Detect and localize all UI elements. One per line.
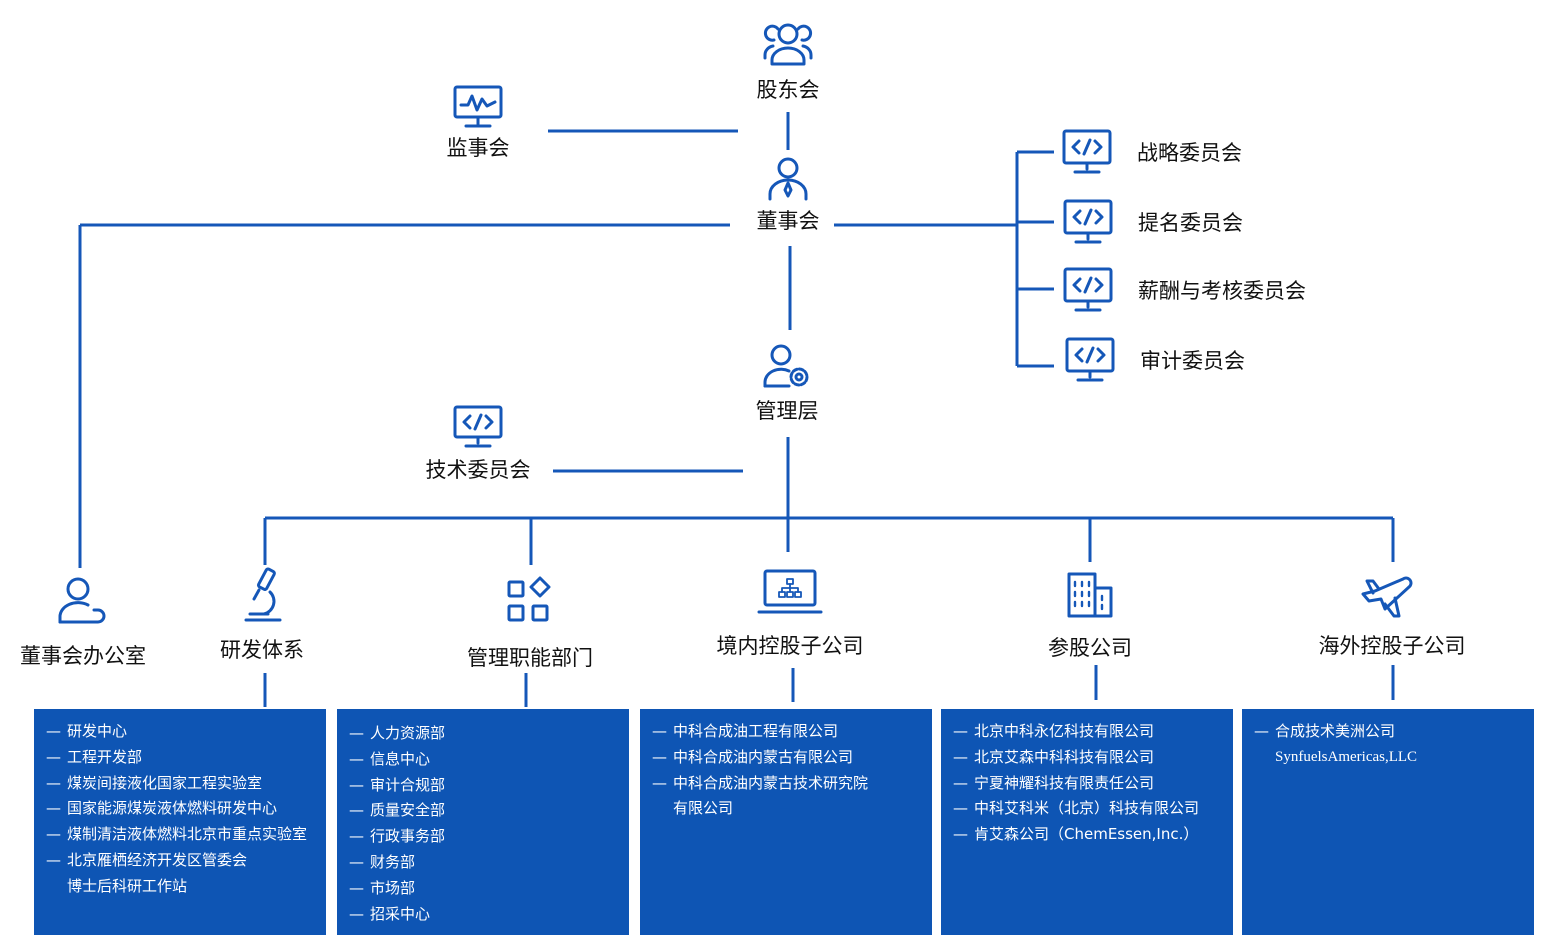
list-item: 北京艾森中科科技有限公司 [953,745,1233,771]
management-label: 管理层 [755,399,819,423]
mgmt-functions-label: 管理职能部门 [467,646,593,670]
committee-audit-label: 审计委员会 [1140,349,1245,373]
node-supervisors: 监事会 [428,84,528,162]
committee-nomination-label: 提名委员会 [1138,211,1243,235]
airplane-icon [1361,576,1413,618]
person-tie-icon [768,157,808,201]
box-equity-participation: 北京中科永亿科技有限公司 北京艾森中科科技有限公司 宁夏神耀科技有限责任公司 中… [941,709,1233,935]
list-item: 中科艾科米（北京）科技有限公司 [953,796,1233,822]
box-rnd: 研发中心 工程开发部 煤炭间接液化国家工程实验室 国家能源煤炭液体燃料研发中心 … [34,709,326,935]
list-item: 工程开发部 [46,745,326,771]
dept-equity-participation: 参股公司 [1020,570,1160,662]
monitor-code-icon [453,405,503,448]
committee-remuneration-label: 薪酬与考核委员会 [1138,279,1306,303]
node-management: 管理层 [737,342,837,425]
people-group-icon [763,23,813,66]
box-mgmt-functions: 人力资源部 信息中心 审计合规部 质量安全部 行政事务部 财务部 市场部 招采中… [337,709,629,935]
list-item: 市场部 [349,876,629,902]
list-item: 宁夏神耀科技有限责任公司 [953,771,1233,797]
equity-participation-label: 参股公司 [1048,636,1132,660]
list-item: 煤炭间接液化国家工程实验室 [46,771,326,797]
list-item: 肯艾森公司（ChemEssen,Inc.） [953,822,1233,848]
overseas-subs-label: 海外控股子公司 [1318,634,1466,658]
microscope-icon [244,567,282,622]
board-label: 董事会 [756,209,820,233]
list-item: 合成技术美洲公司 [1254,719,1534,745]
board-office-label: 董事会办公室 [20,644,146,668]
node-board: 董事会 [738,155,838,235]
building-icon [1067,572,1113,618]
committee-strategy-label: 战略委员会 [1137,141,1242,165]
laptop-org-icon [757,569,823,614]
list-item: 行政事务部 [349,824,629,850]
rnd-label: 研发体系 [220,638,304,662]
node-shareholders: 股东会 [738,20,838,104]
list-item: 中科合成油工程有限公司 [652,719,932,745]
box-overseas-subs: 合成技术美洲公司 SynfuelsAmericas,LLC [1242,709,1534,935]
dept-mgmt-functions: 管理职能部门 [450,576,610,672]
committee-nomination: 提名委员会 [1062,198,1243,246]
list-item: 煤制清洁液体燃料北京市重点实验室 [46,822,326,848]
domestic-subs-label: 境内控股子公司 [716,634,864,658]
list-item: 信息中心 [349,747,629,773]
monitor-code-icon [1063,199,1113,244]
box-domestic-subs: 中科合成油工程有限公司 中科合成油内蒙古有限公司 中科合成油内蒙古技术研究院 有… [640,709,932,935]
list-item: 研发中心 [46,719,326,745]
committee-strategy: 战略委员会 [1061,128,1242,176]
dept-domestic-subs: 境内控股子公司 [700,568,880,660]
list-item: 质量安全部 [349,798,629,824]
dept-board-office: 董事会办公室 [5,574,161,670]
list-item: 中科合成油内蒙古有限公司 [652,745,932,771]
list-item: SynfuelsAmericas,LLC [1275,748,1418,765]
monitor-code-icon [1063,267,1113,312]
list-item: 人力资源部 [349,721,629,747]
list-item: 博士后科研工作站 [67,876,188,895]
dept-overseas-subs: 海外控股子公司 [1302,572,1482,660]
node-tech-committee: 技术委员会 [408,404,548,484]
list-item: 审计合规部 [349,773,629,799]
list-item: 有限公司 [673,799,734,818]
app-grid-icon [507,576,551,622]
monitor-code-icon [1065,337,1115,382]
supervisors-label: 监事会 [446,136,510,160]
monitor-code-icon [1062,129,1112,174]
list-item: 财务部 [349,850,629,876]
committee-remuneration: 薪酬与考核委员会 [1062,266,1306,314]
list-item: 招采中心 [349,902,629,928]
list-item: 中科合成油内蒙古技术研究院 [652,771,932,797]
list-item: 北京中科永亿科技有限公司 [953,719,1233,745]
tech-committee-label: 技术委员会 [425,458,531,482]
dept-rnd: 研发体系 [200,566,324,664]
person-gear-icon [763,344,809,388]
list-item: 北京雁栖经济开发区管委会 [46,848,326,874]
shareholders-label: 股东会 [756,78,820,102]
person-headset-icon [58,577,106,624]
committee-audit: 审计委员会 [1064,336,1245,384]
list-item: 国家能源煤炭液体燃料研发中心 [46,796,326,822]
monitor-chart-icon [453,85,503,128]
